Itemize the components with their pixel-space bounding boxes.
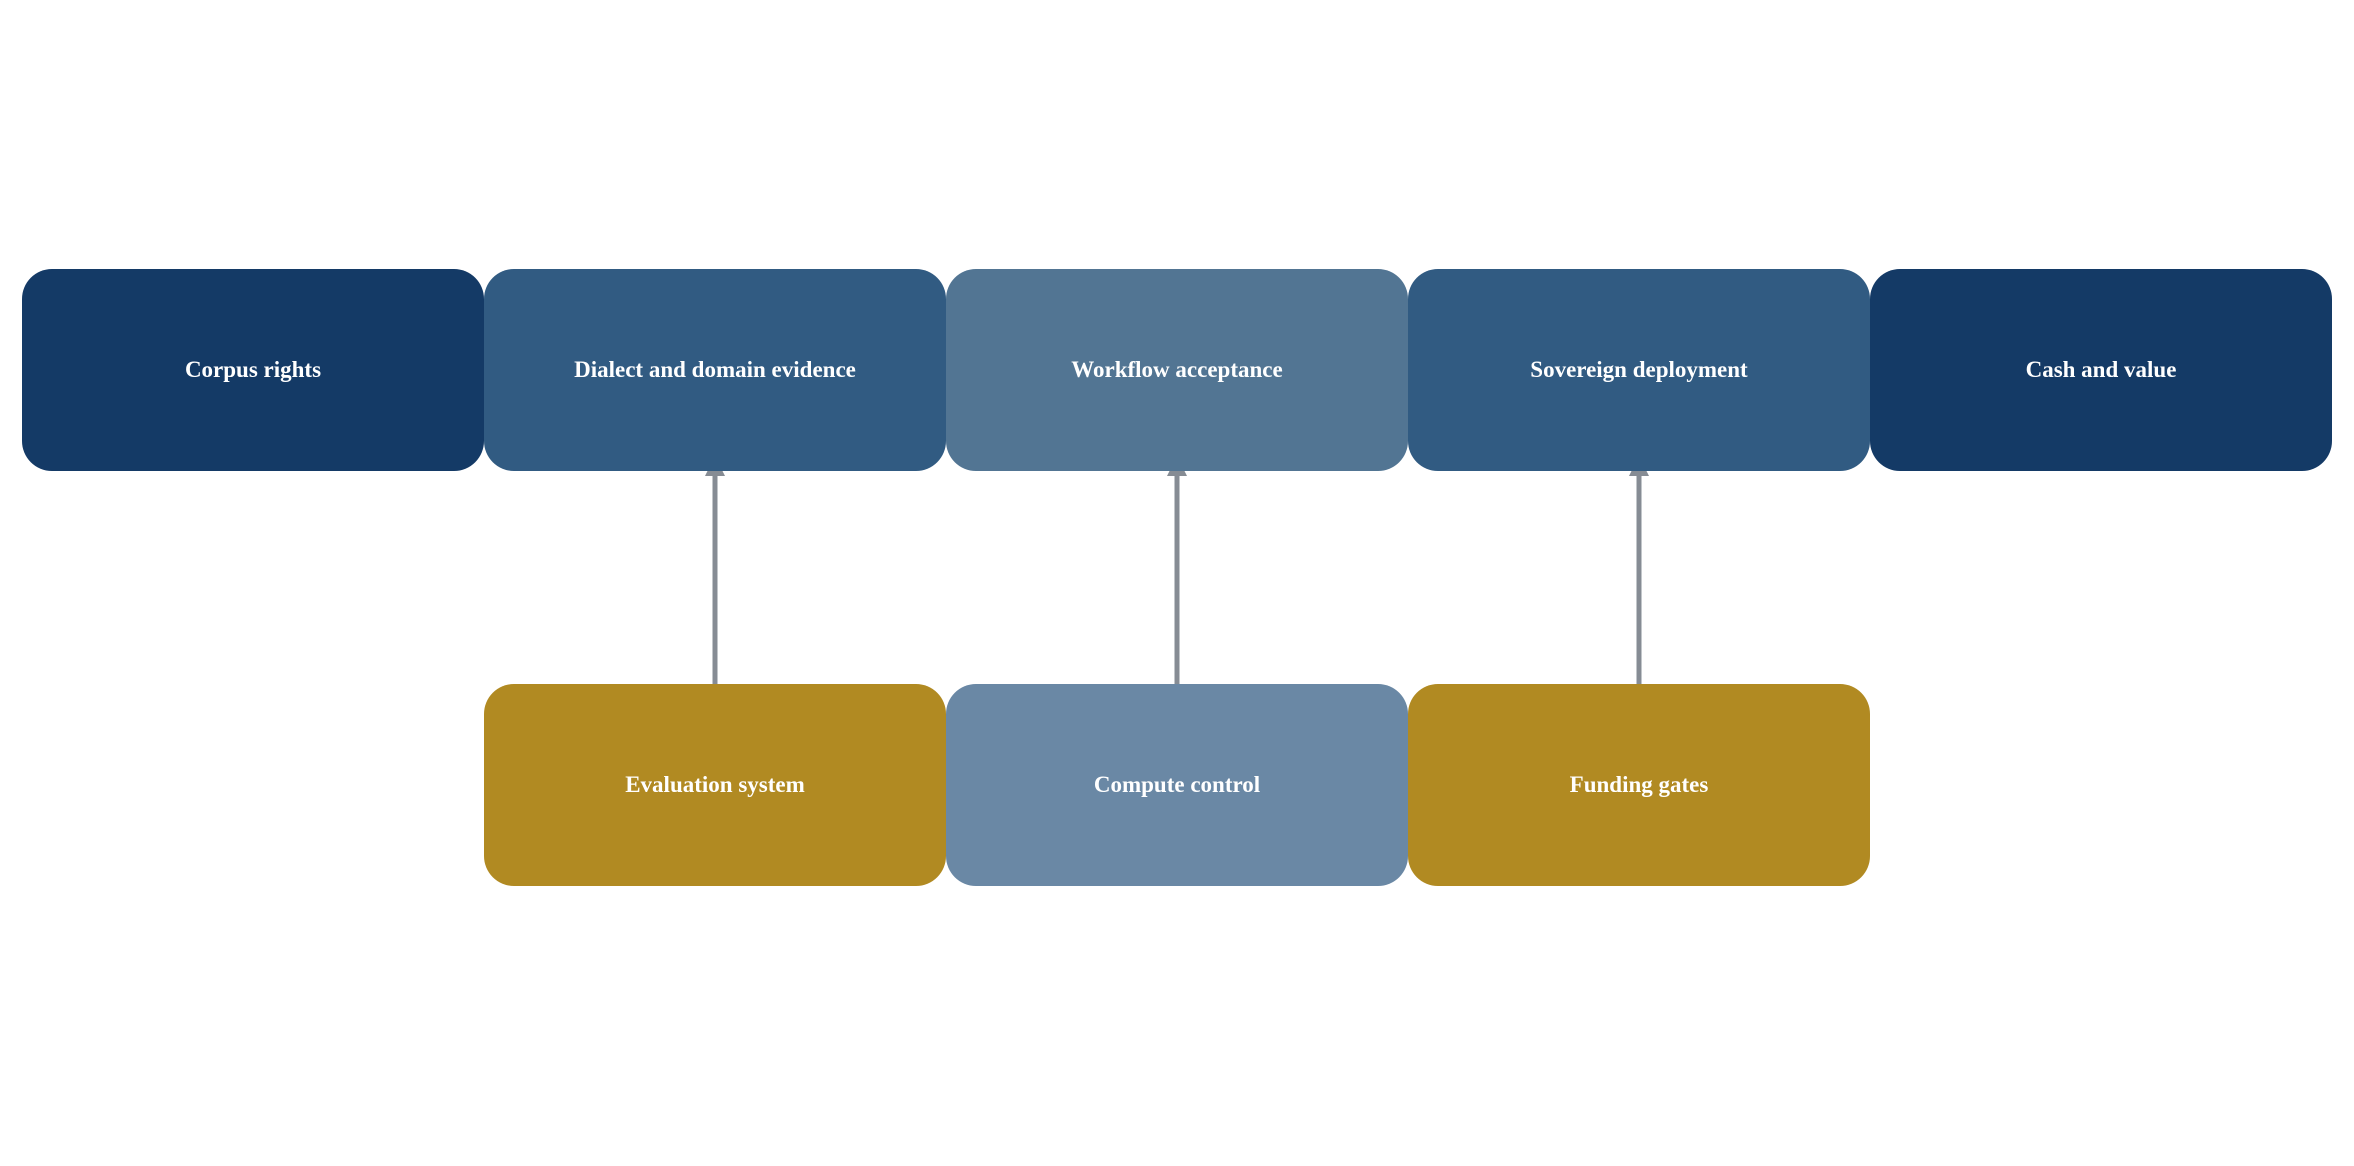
node-cash-and-value-label: Cash and value (2025, 357, 2177, 382)
node-funding-gates: Funding gates (1408, 684, 1870, 886)
node-funding-gates-label: Funding gates (1569, 772, 1709, 797)
node-corpus-rights-label: Corpus rights (184, 357, 322, 382)
node-dialect-domain-evidence: Dialect and domain evidence (484, 269, 946, 471)
node-evaluation-system-label: Evaluation system (625, 772, 805, 797)
node-sovereign-deployment-label: Sovereign deployment (1530, 357, 1748, 382)
node-workflow-acceptance-label: Workflow acceptance (1071, 357, 1283, 382)
node-compute-control-label: Compute control (1093, 772, 1261, 797)
node-compute-control: Compute control (946, 684, 1408, 886)
node-sovereign-deployment: Sovereign deployment (1408, 269, 1870, 471)
node-workflow-acceptance: Workflow acceptance (946, 269, 1408, 471)
node-evaluation-system: Evaluation system (484, 684, 946, 886)
node-cash-and-value: Cash and value (1870, 269, 2332, 471)
node-corpus-rights: Corpus rights (22, 269, 484, 471)
node-dialect-domain-evidence-label: Dialect and domain evidence (574, 357, 856, 382)
